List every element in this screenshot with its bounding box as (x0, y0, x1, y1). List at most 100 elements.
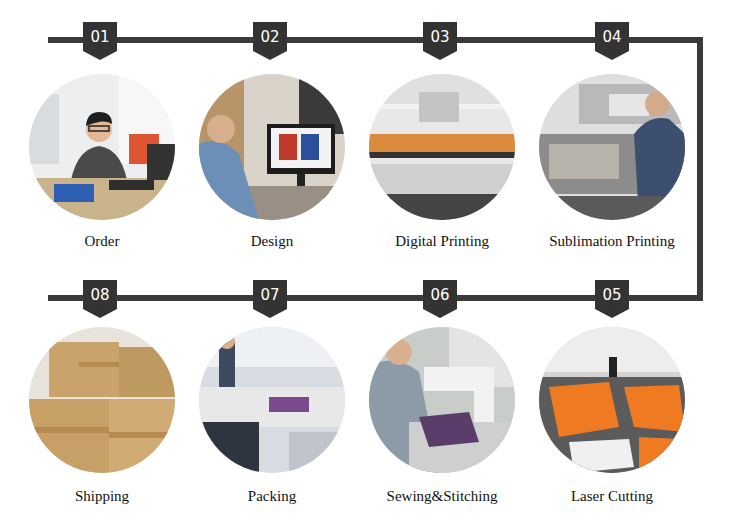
illustration-shape (369, 327, 515, 473)
illustration-shape (109, 399, 175, 473)
illustration-shape (539, 74, 685, 220)
illustration-shape (29, 74, 175, 220)
illustration-shape (199, 327, 345, 473)
step-number: 04 (595, 28, 629, 46)
illustration-shape (119, 347, 175, 397)
tab-outline (423, 22, 457, 60)
illustration-shape (29, 327, 175, 473)
tab-outline (253, 280, 287, 318)
illustration-shape (369, 74, 515, 220)
illustration-shape (29, 74, 175, 220)
illustration-shape (199, 387, 345, 427)
illustration-shape (369, 134, 515, 152)
illustration-shape (639, 437, 679, 467)
step-photo-circle: Order (29, 74, 175, 220)
flow-line-stub (48, 295, 86, 301)
illustration-shape (199, 327, 345, 473)
step-number-tab: 08 (83, 280, 117, 318)
step-photo-circle: Shipping (29, 327, 175, 473)
illustration-shape (199, 422, 259, 473)
illustration-shape (29, 327, 175, 473)
illustration-shape (297, 174, 305, 186)
illustration-shape (539, 74, 685, 220)
illustration-shape (79, 362, 119, 367)
tab-outline (253, 22, 287, 60)
illustration-shape (369, 194, 515, 220)
illustration-shape (569, 439, 634, 473)
illustration-shape (539, 327, 685, 473)
illustration-shape (539, 196, 685, 220)
illustration-shape (609, 94, 649, 116)
step-photo-circle: Design (199, 74, 345, 220)
illustration-shape (419, 92, 459, 122)
illustration-shape (549, 382, 619, 437)
illustration-shape (419, 412, 479, 447)
flow-connector (117, 37, 253, 43)
illustration-shape (89, 126, 109, 131)
step-label: Order (0, 232, 215, 250)
step-number: 08 (83, 286, 117, 304)
illustration-shape (29, 94, 59, 164)
step-label: Packing (159, 487, 385, 505)
tab-outline (595, 280, 629, 318)
illustration-shape (271, 128, 331, 168)
illustration-shape (49, 342, 119, 397)
illustration-shape (539, 327, 685, 473)
flow-line-stub (48, 37, 86, 43)
illustration-shape (386, 339, 412, 365)
step-label: Laser Cutting (499, 487, 725, 505)
step-number-tab: 07 (253, 280, 287, 318)
step-photo-circle: Sublimation Printing (539, 74, 685, 220)
illustration-shape (109, 180, 154, 190)
illustration-shape (29, 327, 175, 473)
step-number-tab: 03 (423, 22, 457, 60)
step-photo-circle: Digital Printing (369, 74, 515, 220)
flow-connector (287, 37, 423, 43)
illustration-shape (279, 134, 297, 160)
tab-outline (83, 22, 117, 60)
step-number-tab: 01 (83, 22, 117, 60)
step-photo-circle: Laser Cutting (539, 327, 685, 473)
illustration-shape (369, 74, 515, 220)
illustration-shape (29, 178, 175, 220)
tab-outline (423, 280, 457, 318)
step-number: 07 (253, 286, 287, 304)
step-photo-circle: Packing (199, 327, 345, 473)
step-number-tab: 06 (423, 280, 457, 318)
illustration-shape (369, 327, 515, 473)
illustration-shape (54, 184, 94, 202)
illustration-shape (207, 115, 235, 143)
step-number-tab: 02 (253, 22, 287, 60)
step-label: Sublimation Printing (499, 232, 725, 250)
illustration-shape (199, 74, 345, 220)
illustration-shape (539, 327, 685, 473)
illustration-shape (369, 164, 515, 220)
illustration-shape (199, 74, 345, 220)
step-label: Shipping (0, 487, 215, 505)
step-number-tab: 05 (595, 280, 629, 318)
illustration-shape (199, 74, 345, 220)
illustration-shape (539, 377, 685, 473)
flow-connector (117, 295, 253, 301)
illustration-shape (199, 141, 259, 220)
illustration-shape (549, 144, 619, 179)
step-label: Design (159, 232, 385, 250)
illustration-shape (645, 92, 669, 116)
illustration-shape (539, 74, 685, 220)
illustration-shape (269, 397, 309, 412)
tab-outline (595, 22, 629, 60)
step-label: Sewing&Stitching (329, 487, 555, 505)
flow-connector (287, 295, 423, 301)
step-number: 03 (423, 28, 457, 46)
tab-outline (83, 280, 117, 318)
step-number-tab: 04 (595, 22, 629, 60)
illustration-shape (301, 134, 319, 160)
illustration-shape (289, 432, 345, 473)
illustration-shape (267, 124, 335, 174)
step-number: 01 (83, 28, 117, 46)
step-number: 06 (423, 286, 457, 304)
illustration-shape (109, 432, 175, 438)
illustration-shape (29, 427, 109, 433)
illustration-shape (29, 399, 109, 473)
illustration-shape (369, 327, 515, 473)
